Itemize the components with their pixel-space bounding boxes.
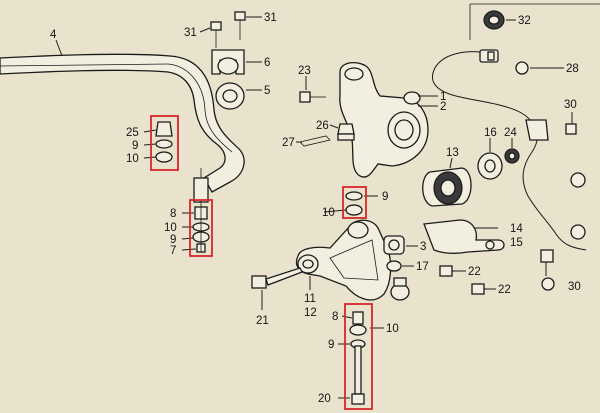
callout-31a: 31: [264, 12, 277, 24]
leader-9c: [181, 237, 194, 240]
leader-10a: [143, 156, 157, 159]
bolt-23: [299, 91, 326, 103]
bolt-31-b: [210, 21, 222, 48]
stabilizer-link-lower: [192, 200, 210, 253]
washer-16: [477, 152, 503, 180]
lower-control-arm: [295, 219, 410, 301]
callout-22b: 22: [498, 284, 511, 296]
callout-2: 2: [440, 101, 446, 113]
stabilizer-bushing-5: [215, 82, 245, 110]
nut-17: [386, 260, 402, 272]
stabilizer-link-upper: [193, 168, 209, 203]
nut-26: [337, 123, 355, 141]
callout-28: 28: [566, 63, 579, 75]
callout-31b: 31: [184, 27, 197, 39]
callout-22a: 22: [468, 266, 481, 278]
leader-13: [449, 157, 453, 169]
callout-30a: 30: [564, 99, 577, 111]
sensor-wire-28: [432, 49, 587, 291]
leader-25: [143, 129, 157, 133]
bolt-30-a: [565, 112, 577, 135]
callout-23: 23: [298, 65, 311, 77]
leader-4: [55, 39, 63, 57]
callout-8a: 8: [170, 208, 176, 220]
leader-26: [329, 124, 339, 129]
callout-10b: 10: [322, 207, 335, 219]
callout-6: 6: [264, 57, 270, 69]
callout-9a: 9: [132, 140, 138, 152]
leader-8b: [341, 315, 353, 319]
callout-9c: 9: [170, 234, 176, 246]
callout-13: 13: [446, 147, 459, 159]
highlight-box-bottom: [344, 303, 373, 410]
highlight-box-middle: [342, 186, 367, 219]
compliance-bushing-13: [422, 167, 472, 207]
callout-26: 26: [316, 120, 329, 132]
callout-24: 24: [504, 127, 517, 139]
highlight-box-upper-left: [150, 115, 179, 171]
callout-3: 3: [420, 241, 426, 253]
stack-middle: [345, 191, 363, 216]
callout-9b: 9: [382, 191, 388, 203]
bracket-14-15: [423, 219, 505, 254]
callout-5: 5: [264, 85, 270, 97]
stack-bottom: [349, 311, 367, 405]
leader-31-b: [199, 27, 211, 33]
collar-24: [504, 148, 520, 164]
bolt-30-b: [540, 249, 554, 276]
callout-12: 12: [304, 307, 317, 319]
bolt-21: [251, 267, 303, 289]
callout-14: 14: [510, 223, 523, 235]
callout-17: 17: [416, 261, 429, 273]
callout-25: 25: [126, 127, 139, 139]
callout-20: 20: [318, 393, 331, 405]
callout-4: 4: [50, 29, 57, 41]
callout-32: 32: [518, 15, 531, 27]
callout-8b: 8: [332, 311, 338, 323]
callout-30b: 30: [568, 281, 581, 293]
leader-7: [181, 248, 197, 251]
callout-10d: 10: [386, 323, 399, 335]
callout-27: 27: [282, 137, 295, 149]
highlight-box-lower-left: [189, 199, 213, 257]
callout-7: 7: [170, 245, 176, 257]
callout-16: 16: [484, 127, 497, 139]
bolt-31-a: [234, 11, 246, 40]
cotter-pin-27: [299, 135, 331, 147]
callout-10c: 10: [164, 222, 177, 234]
stabilizer-bar: [0, 53, 245, 193]
leader-9a: [143, 143, 157, 146]
callout-21: 21: [256, 315, 269, 327]
callout-15: 15: [510, 237, 523, 249]
stack-upper-left: [155, 121, 173, 163]
callout-11: 11: [304, 293, 316, 305]
bolt-22-a: [439, 265, 466, 277]
callout-1: 1: [440, 91, 446, 103]
callout-10a: 10: [126, 153, 139, 165]
inset-32: [469, 3, 600, 40]
bushing-3: [383, 235, 405, 255]
callout-9d: 9: [328, 339, 334, 351]
stabilizer-bushing-6: [211, 49, 245, 75]
bolt-22-b: [471, 283, 496, 295]
steering-knuckle: [339, 61, 429, 178]
